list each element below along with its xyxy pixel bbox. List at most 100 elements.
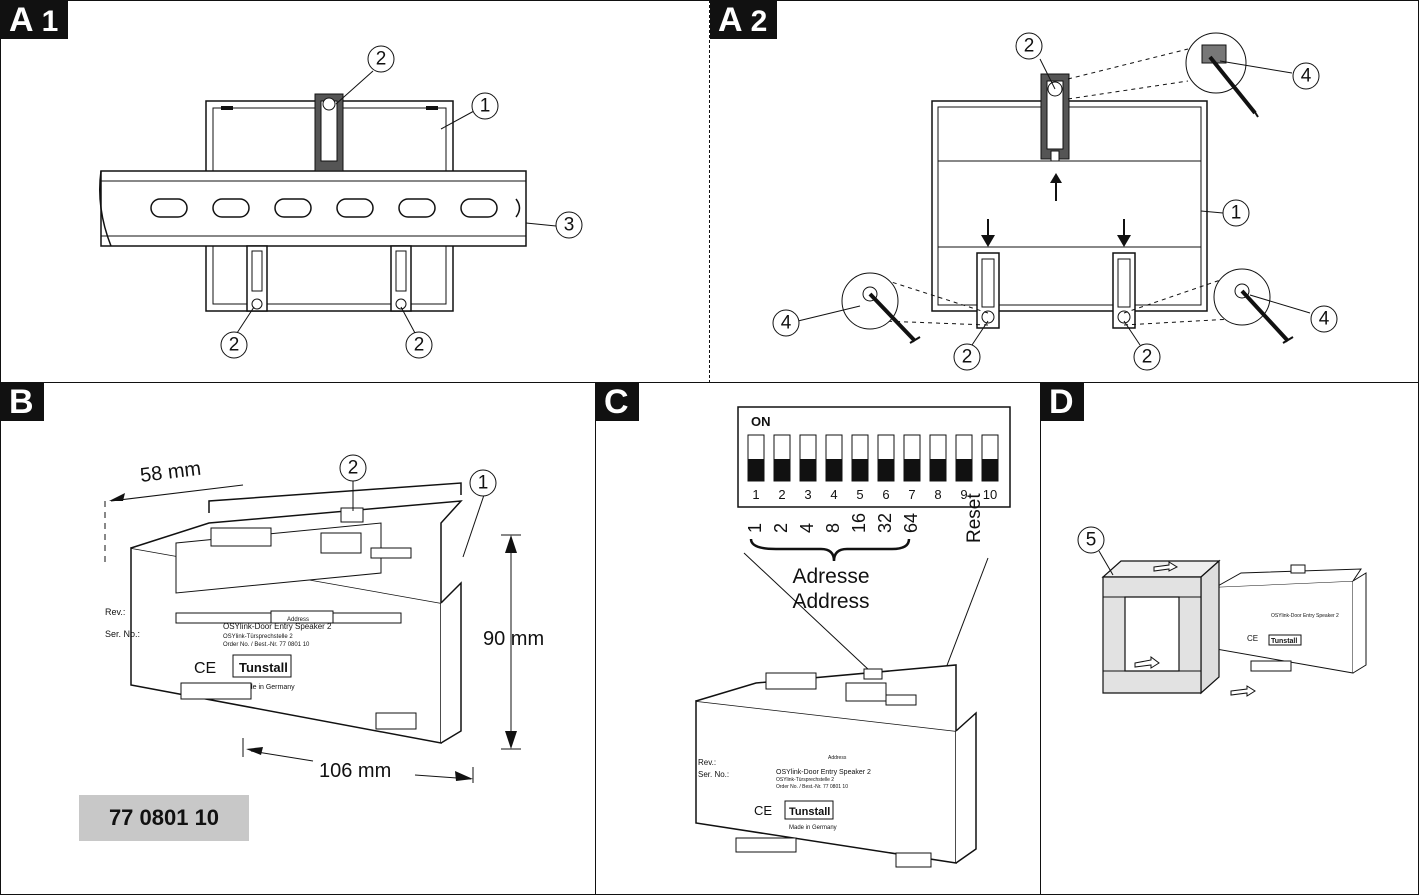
svg-text:Tunstall: Tunstall bbox=[239, 660, 288, 675]
switch-on-label: ON bbox=[751, 414, 771, 429]
mounting-clip-bottom-right bbox=[1112, 252, 1136, 329]
callout-1: 1 bbox=[471, 92, 499, 120]
arrow-right-icon bbox=[1153, 561, 1179, 572]
svg-text:OSYlink-Door Entry Speaker 2: OSYlink-Door Entry Speaker 2 bbox=[776, 769, 871, 776]
mounting-clip-bottom-left bbox=[246, 245, 268, 312]
svg-text:OSYlink-Door Entry Speaker 2: OSYlink-Door Entry Speaker 2 bbox=[223, 622, 332, 631]
svg-text:Ser. No.:: Ser. No.: bbox=[698, 770, 729, 779]
dip-switch-lever-10 bbox=[982, 459, 998, 481]
svg-text:Tunstall: Tunstall bbox=[789, 806, 830, 818]
svg-text:Ser. No.:: Ser. No.: bbox=[105, 629, 140, 639]
device-dimensions-drawing: Tunstall Made in Germany CE Rev.: Ser. N… bbox=[104, 454, 544, 783]
dip-switch-lever-7 bbox=[904, 459, 920, 481]
svg-text:1: 1 bbox=[1231, 203, 1242, 224]
address-value: 16 bbox=[849, 513, 869, 533]
screw-mount-drawing: 2 4 1 4 4 2 2 bbox=[772, 32, 1338, 371]
part-number-badge: 77 0801 10 bbox=[79, 795, 249, 841]
address-value: 8 bbox=[823, 523, 843, 533]
arrow-down-icon bbox=[1117, 219, 1131, 247]
svg-text:Order No. / Best.-Nr. 77 0801: Order No. / Best.-Nr. 77 0801 10 bbox=[223, 642, 310, 648]
svg-text:Order No. / Best.-Nr. 77 0801: Order No. / Best.-Nr. 77 0801 10 bbox=[776, 784, 848, 790]
mounting-clip-bottom-right bbox=[390, 245, 412, 312]
svg-text:Made in Germany: Made in Germany bbox=[789, 825, 837, 831]
detail-screw-right bbox=[1213, 268, 1294, 344]
arrow-right-icon bbox=[1230, 685, 1256, 697]
dip-switch-number: 6 bbox=[882, 487, 889, 502]
device-body: Tunstall Made in Germany CE Rev.: Ser. N… bbox=[105, 482, 463, 744]
callout-1: 1 bbox=[1222, 199, 1250, 227]
svg-text:Address: Address bbox=[287, 617, 309, 623]
mounting-clip-top bbox=[314, 93, 344, 172]
callout-4-top: 4 bbox=[1292, 62, 1320, 90]
address-label-de: Adresse bbox=[792, 565, 869, 588]
svg-text:Made in Germany: Made in Germany bbox=[239, 684, 295, 691]
address-value: 1 bbox=[745, 523, 765, 533]
svg-text:CE: CE bbox=[1247, 634, 1258, 643]
callout-2-right: 2 bbox=[405, 331, 433, 359]
panel-d: D Tunstall CE OSYlink-Door Entry Speaker… bbox=[1040, 382, 1419, 895]
detail-screw-left bbox=[841, 272, 921, 344]
mounting-clip-top bbox=[1040, 73, 1070, 162]
svg-text:CE: CE bbox=[194, 660, 216, 677]
arrow-down-icon bbox=[981, 219, 995, 247]
dip-switch-lever-2 bbox=[774, 459, 790, 481]
dim-height: 90 mm bbox=[483, 628, 544, 650]
dip-switch-number: 2 bbox=[778, 487, 785, 502]
svg-text:5: 5 bbox=[1086, 530, 1097, 551]
dip-switch-number: 10 bbox=[983, 487, 997, 502]
callout-2-top: 2 bbox=[1015, 32, 1043, 60]
svg-text:OSYlink-Türsprechstelle 2: OSYlink-Türsprechstelle 2 bbox=[776, 777, 834, 783]
dip-switch-number: 5 bbox=[856, 487, 863, 502]
arrow-up-icon bbox=[1050, 173, 1062, 201]
din-rail-mount-drawing: 2 1 3 2 2 bbox=[99, 45, 583, 359]
callout-5: 5 bbox=[1077, 526, 1105, 554]
dip-switch-lever-5 bbox=[852, 459, 868, 481]
dip-switch-number: 4 bbox=[830, 487, 837, 502]
panel-b: B Tunstall Made in Germany CE Rev.: Ser.… bbox=[0, 382, 596, 895]
svg-text:2: 2 bbox=[962, 347, 973, 368]
svg-text:4: 4 bbox=[781, 313, 792, 334]
dip-switch-number: 1 bbox=[752, 487, 759, 502]
svg-text:1: 1 bbox=[478, 473, 489, 494]
cover-frame bbox=[1101, 559, 1221, 695]
address-label-en: Address bbox=[792, 590, 869, 613]
svg-text:2: 2 bbox=[229, 335, 240, 356]
mounting-clip-bottom-left bbox=[976, 252, 1000, 329]
panel-tag-c: C bbox=[596, 383, 639, 421]
svg-text:2: 2 bbox=[376, 49, 387, 70]
reset-label: Reset bbox=[964, 493, 985, 543]
dip-switch-lever-1 bbox=[748, 459, 764, 481]
svg-text:1: 1 bbox=[480, 96, 491, 117]
callout-4-right: 4 bbox=[1310, 305, 1338, 333]
svg-text:Tunstall: Tunstall bbox=[1271, 638, 1297, 645]
callout-4-left: 4 bbox=[772, 309, 800, 337]
panel-tag-b: B bbox=[1, 383, 44, 421]
dip-switch-number: 9 bbox=[960, 487, 967, 502]
svg-text:4: 4 bbox=[1319, 309, 1330, 330]
dim-width: 106 mm bbox=[319, 760, 391, 782]
dip-switch-lever-6 bbox=[878, 459, 894, 481]
device-body: Tunstall CE OSYlink-Door Entry Speaker 2 bbox=[1215, 564, 1367, 674]
svg-text:Address: Address bbox=[828, 755, 847, 761]
svg-text:3: 3 bbox=[564, 215, 575, 236]
dip-switch-lever-9 bbox=[956, 459, 972, 481]
svg-text:Rev.:: Rev.: bbox=[698, 758, 716, 767]
dip-switch-lever-4 bbox=[826, 459, 842, 481]
dip-switch-lever-3 bbox=[800, 459, 816, 481]
callout-2-top: 2 bbox=[367, 45, 395, 73]
svg-text:2: 2 bbox=[1142, 347, 1153, 368]
svg-text:2: 2 bbox=[1024, 36, 1035, 57]
dip-switch-number: 3 bbox=[804, 487, 811, 502]
svg-text:Rev.:: Rev.: bbox=[105, 607, 125, 617]
address-value: 32 bbox=[875, 513, 895, 533]
callout-2: 2 bbox=[339, 454, 367, 482]
address-value: 64 bbox=[901, 513, 921, 533]
svg-text:CE: CE bbox=[754, 803, 772, 818]
callout-2-left: 2 bbox=[953, 343, 981, 371]
